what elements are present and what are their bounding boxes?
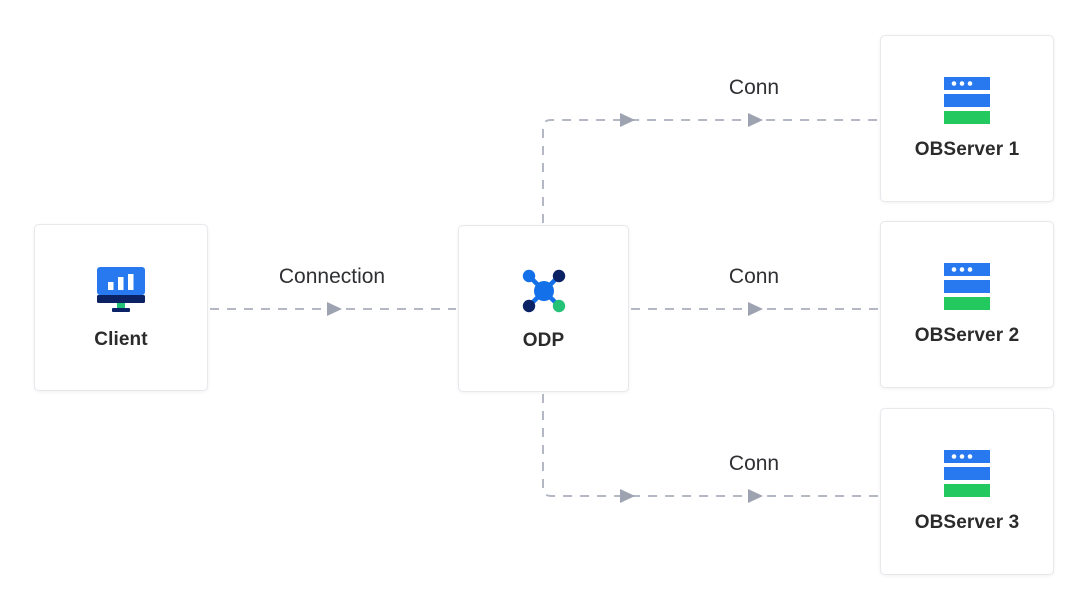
edge-client-to-odp[interactable]: [210, 302, 456, 316]
arrowhead-icon: [748, 113, 763, 127]
node-label: OBServer 3: [914, 511, 1020, 533]
arrowhead-icon: [748, 489, 763, 503]
edge-label-odp-to-observer1: Conn: [728, 76, 780, 99]
edge-label-odp-to-observer3: Conn: [728, 452, 780, 475]
edge-label-odp-to-observer2: Conn: [728, 265, 780, 288]
edge-label-client-to-odp: Connection: [278, 265, 386, 288]
node-client[interactable]: Client: [34, 224, 208, 391]
server-rack-icon: [944, 449, 990, 498]
edge-odp-to-observer2[interactable]: [631, 302, 878, 316]
arrowhead-icon: [620, 113, 635, 127]
server-rack-icon: [944, 262, 990, 311]
node-label: ODP: [522, 329, 565, 351]
monitor-chart-icon: [93, 265, 149, 315]
node-observer3[interactable]: OBServer 3: [880, 408, 1054, 575]
node-label: Client: [94, 328, 148, 350]
arrowhead-icon: [327, 302, 342, 316]
node-label: OBServer 1: [914, 138, 1020, 160]
server-rack-icon: [944, 76, 990, 125]
node-label: OBServer 2: [914, 324, 1020, 346]
node-odp[interactable]: ODP: [458, 225, 629, 392]
node-observer2[interactable]: OBServer 2: [880, 221, 1054, 388]
arrowhead-icon: [748, 302, 763, 316]
network-hub-icon: [518, 266, 570, 316]
node-observer1[interactable]: OBServer 1: [880, 35, 1054, 202]
edge-odp-to-observer3[interactable]: [542, 394, 878, 503]
edge-line: [542, 394, 878, 497]
arrowhead-icon: [620, 489, 635, 503]
edge-odp-to-observer1[interactable]: [542, 113, 878, 223]
edge-line: [542, 119, 878, 223]
